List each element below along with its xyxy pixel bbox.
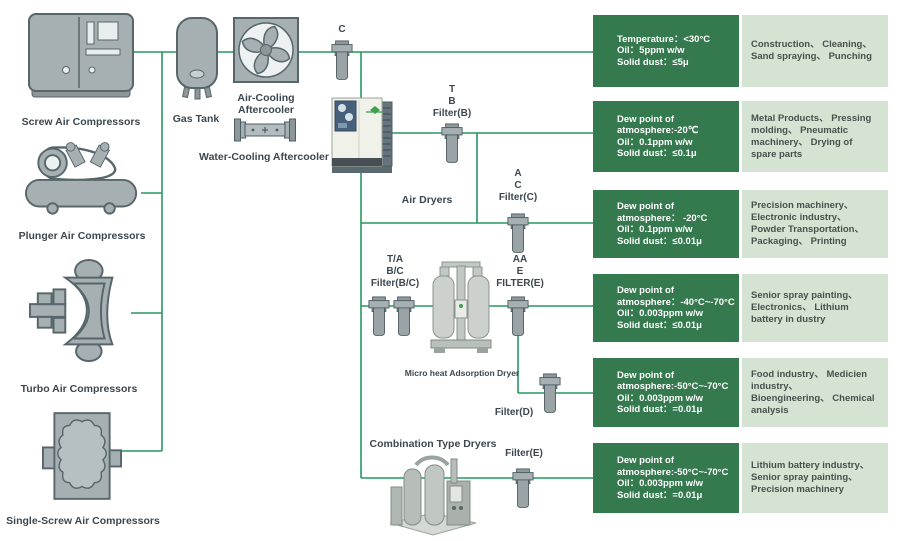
spec-row-2: Dew point of atmosphere:-20℃ Oil：0.1ppm …	[593, 101, 888, 172]
spec-row-1: Temperature：<30°C Oil：5ppm w/w Solid dus…	[593, 15, 888, 87]
water-cooling-aftercooler-label: Water-Cooling Aftercooler	[199, 151, 329, 163]
spec-box-5: Dew point of atmosphere:-50°C~-70°C Oil：…	[593, 358, 739, 427]
micro-heat-adsorption-dryer-icon	[430, 260, 492, 354]
applications-box-3: Precision machinery、 Electronic industry…	[742, 190, 888, 258]
turbo-compressor-label: Turbo Air Compressors	[20, 383, 138, 395]
single-screw-compressor-label: Single-Screw Air Compressors	[6, 515, 160, 527]
applications-box-4: Senior spray painting、 Electronics、 Lith…	[742, 274, 888, 342]
micro-heat-adsorption-dryer-label: Micro heat Adsorption Dryer	[404, 368, 520, 378]
filter-bc-icon-2	[393, 296, 415, 340]
screw-compressor-label: Screw Air Compressors	[21, 116, 141, 128]
filter-e-icon	[507, 296, 529, 340]
applications-box-1: Construction、 Cleaning、 Sand spraying、 P…	[742, 15, 888, 87]
applications-box-2: Metal Products、 Pressing molding、 Pneuma…	[742, 101, 888, 172]
spec-box-1: Temperature：<30°C Oil：5ppm w/w Solid dus…	[593, 15, 739, 87]
spec-box-3: Dew point of atmosphere： -20°C Oil：0.1pp…	[593, 190, 739, 258]
filter-c-mid-icon	[507, 213, 529, 257]
spec-box-2: Dew point of atmosphere:-20℃ Oil：0.1ppm …	[593, 101, 739, 172]
spec-row-6: Dew point of atmosphere:-50°C~-70°C Oil：…	[593, 443, 888, 513]
filter-c-top-label: C	[338, 24, 346, 35]
spec-box-4: Dew point of atmosphere：-40°C~-70°C Oil：…	[593, 274, 739, 342]
air-dryer-icon	[330, 96, 394, 174]
air-dryers-label: Air Dryers	[401, 194, 453, 206]
gas-tank-label: Gas Tank	[172, 113, 220, 125]
filter-e-bottom-icon	[512, 468, 534, 512]
air-cooling-aftercooler-icon	[233, 17, 299, 83]
spec-row-5: Dew point of atmosphere:-50°C~-70°C Oil：…	[593, 358, 888, 427]
single-screw-compressor-icon	[42, 410, 122, 502]
plunger-compressor-icon	[23, 140, 141, 216]
applications-box-6: Lithium battery industry、 Senior spray p…	[742, 443, 888, 513]
combination-type-dryers-icon	[388, 453, 478, 537]
filter-bc-icon-1	[368, 296, 390, 340]
air-cooling-aftercooler-label: Air-Cooling Aftercooler	[237, 92, 295, 116]
filter-c-top-icon	[331, 40, 353, 84]
gas-tank-icon	[175, 17, 219, 103]
water-cooling-aftercooler-icon	[234, 117, 296, 143]
filter-b-icon	[441, 123, 463, 167]
filter-d-icon	[539, 373, 561, 417]
applications-box-5: Food industry、 Medicien industry、 Bioeng…	[742, 358, 888, 427]
filter-e-bottom-label: Filter(E)	[505, 448, 543, 459]
screw-compressor-icon	[28, 13, 134, 99]
filter-d-label: Filter(D)	[494, 407, 534, 418]
spec-row-3: Dew point of atmosphere： -20°C Oil：0.1pp…	[593, 190, 888, 258]
turbo-compressor-icon	[28, 258, 132, 364]
spec-row-4: Dew point of atmosphere：-40°C~-70°C Oil：…	[593, 274, 888, 342]
plunger-compressor-label: Plunger Air Compressors	[18, 230, 146, 242]
combination-type-dryers-label: Combination Type Dryers	[369, 438, 497, 450]
spec-box-6: Dew point of atmosphere:-50°C~-70°C Oil：…	[593, 443, 739, 513]
